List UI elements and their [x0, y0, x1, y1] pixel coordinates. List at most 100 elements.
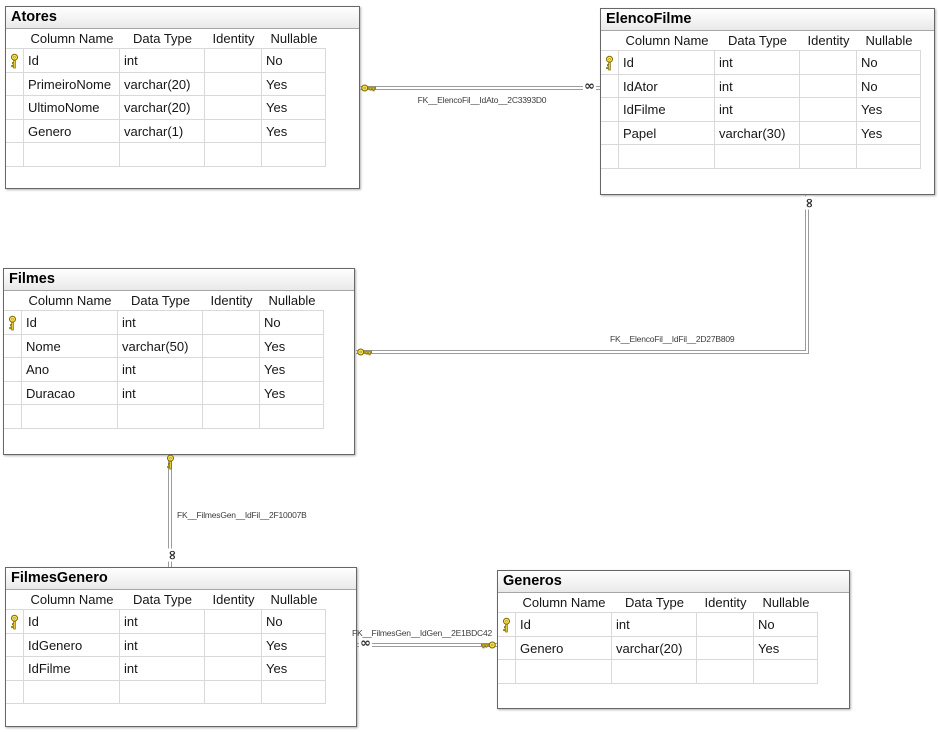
cell-column-name: UltimoNome	[24, 96, 120, 120]
primary-key-icon	[606, 55, 614, 71]
table-title-atores[interactable]: Atores	[6, 7, 359, 29]
cell-nullable	[754, 660, 818, 684]
table-row[interactable]	[6, 143, 359, 167]
cell-nullable	[857, 145, 921, 169]
header-column-name: Column Name	[24, 590, 120, 610]
cell-identity	[205, 96, 262, 120]
table-title-generos[interactable]: Generos	[498, 571, 849, 593]
cell-nullable: Yes	[857, 98, 921, 122]
row-key-cell	[4, 358, 22, 382]
row-key-cell	[601, 74, 619, 98]
cell-nullable: Yes	[262, 633, 326, 657]
row-key-cell	[4, 334, 22, 358]
cell-data-type: varchar(20)	[120, 96, 205, 120]
header-nullable: Nullable	[857, 31, 921, 51]
table-title-elencofilme[interactable]: ElencoFilme	[601, 9, 934, 31]
cell-identity	[205, 119, 262, 143]
primary-key-icon	[503, 617, 511, 633]
infinity-endpoint-icon: ∞	[583, 79, 596, 94]
row-key-cell	[6, 633, 24, 657]
cell-data-type: int	[715, 74, 800, 98]
table-title-filmesgenero[interactable]: FilmesGenero	[6, 568, 356, 590]
cell-data-type: varchar(30)	[715, 121, 800, 145]
header-data-type: Data Type	[118, 291, 203, 311]
header-key-column	[6, 590, 24, 610]
cell-nullable: Yes	[754, 636, 818, 660]
cell-nullable: Yes	[857, 121, 921, 145]
relationship-line-fk-filmesgenero-idgenero[interactable]	[357, 643, 497, 647]
cell-data-type: varchar(1)	[120, 119, 205, 143]
cell-column-name: IdAtor	[619, 74, 715, 98]
cell-nullable: No	[857, 51, 921, 75]
cell-identity	[800, 74, 857, 98]
table-row[interactable]	[498, 660, 849, 684]
table-title-filmes[interactable]: Filmes	[4, 269, 354, 291]
header-data-type: Data Type	[120, 29, 205, 49]
cell-identity	[697, 660, 754, 684]
cell-data-type: varchar(50)	[118, 334, 203, 358]
cell-identity	[697, 636, 754, 660]
cell-column-name: Genero	[516, 636, 612, 660]
cell-column-name: Id	[22, 311, 118, 335]
primary-key-icon	[11, 53, 19, 69]
key-endpoint-icon	[357, 348, 372, 356]
header-key-column	[601, 31, 619, 51]
header-key-column	[6, 29, 24, 49]
relationship-line-fk-elencofilme-idator[interactable]	[360, 86, 600, 90]
cell-data-type: int	[715, 98, 800, 122]
cell-nullable: No	[262, 610, 326, 634]
cell-identity	[205, 657, 262, 681]
header-key-column	[498, 593, 516, 613]
cell-column-name: Id	[516, 613, 612, 637]
table-row[interactable]	[4, 405, 354, 429]
row-key-cell	[4, 381, 22, 405]
infinity-endpoint-icon: ∞	[801, 196, 817, 210]
relationship-line-fk-filmesgenero-idfilme[interactable]	[168, 455, 172, 567]
cell-column-name: Nome	[22, 334, 118, 358]
cell-data-type: int	[118, 381, 203, 405]
row-key-cell	[498, 613, 516, 637]
table-row[interactable]	[6, 680, 356, 704]
header-nullable: Nullable	[262, 590, 326, 610]
relationship-line-fk-elencofilme-idfilme[interactable]	[356, 198, 809, 354]
cell-column-name: IdFilme	[619, 98, 715, 122]
row-key-cell	[498, 660, 516, 684]
header-nullable: Nullable	[754, 593, 818, 613]
header-nullable: Nullable	[262, 29, 326, 49]
cell-nullable	[262, 143, 326, 167]
table-row[interactable]	[601, 145, 934, 169]
cell-data-type: int	[715, 51, 800, 75]
header-data-type: Data Type	[715, 31, 800, 51]
cell-column-name: Ano	[22, 358, 118, 382]
cell-identity	[205, 72, 262, 96]
cell-column-name: IdFilme	[24, 657, 120, 681]
cell-identity	[203, 358, 260, 382]
cell-data-type: int	[120, 633, 205, 657]
relationship-line-fk-elencofilme-idfilme[interactable]	[356, 195, 806, 351]
cell-identity	[800, 121, 857, 145]
cell-data-type	[715, 145, 800, 169]
